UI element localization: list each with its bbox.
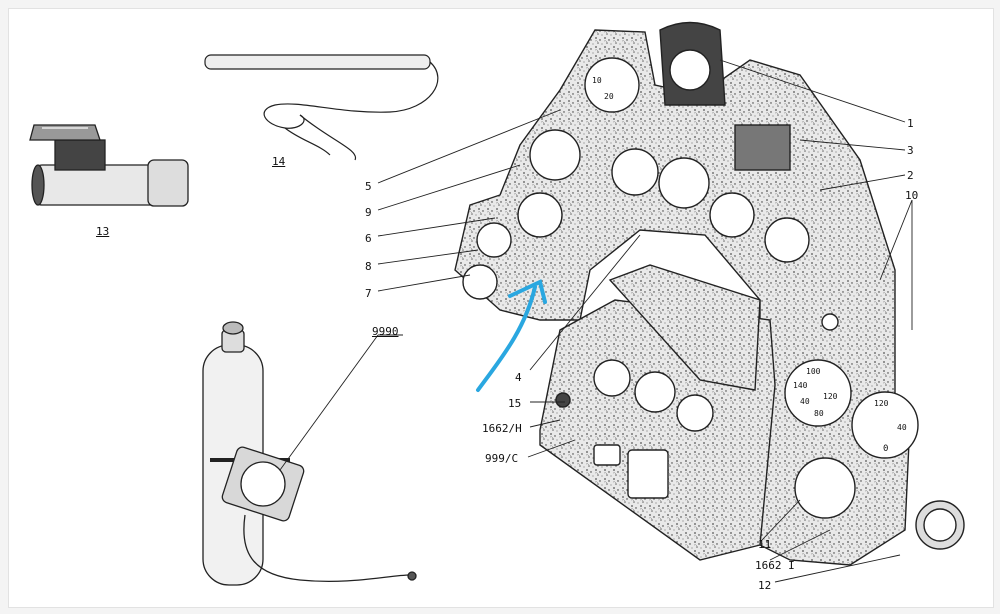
item-13-lamp — [29, 124, 189, 207]
item-14-probe — [204, 54, 439, 161]
dial-a-140: 140 — [793, 381, 808, 390]
item-9990-bottle — [202, 321, 417, 586]
callout-2: 2 — [907, 169, 914, 182]
callout-9990: 9990 — [372, 325, 399, 338]
dial-a-100: 100 — [806, 367, 821, 376]
callout-14: 14 — [272, 155, 286, 168]
dial-a-40: 40 — [800, 397, 810, 406]
callout-1662i: 1662 I — [755, 559, 795, 572]
callout-13: 13 — [96, 225, 110, 238]
dial-b-40: 40 — [897, 423, 907, 432]
callout-15: 15 — [508, 397, 522, 410]
callout-5: 5 — [365, 180, 372, 193]
panel-gauges — [462, 57, 965, 550]
callout-999c: 999/C — [485, 452, 519, 465]
callout-6: 6 — [365, 232, 372, 245]
dial-c-10: 10 — [592, 76, 602, 85]
callout-7: 7 — [365, 287, 372, 300]
callout-11: 11 — [758, 538, 772, 551]
callout-1662h: 1662/H — [482, 422, 522, 435]
callout-9: 9 — [365, 206, 372, 219]
dial-a-80: 80 — [814, 409, 824, 418]
dial-c-20: 20 — [604, 92, 614, 101]
callout-8: 8 — [365, 260, 372, 273]
leader-lines — [279, 59, 913, 583]
dial-b-0: 0 — [883, 444, 889, 454]
callout-4: 4 — [515, 371, 522, 384]
dial-b-120: 120 — [874, 399, 889, 408]
callout-1: 1 — [907, 117, 914, 130]
callout-10: 10 — [905, 189, 919, 202]
dial-a-120: 120 — [823, 392, 838, 401]
callout-3: 3 — [907, 144, 914, 157]
callout-12: 12 — [758, 579, 772, 592]
annotation-arrow — [476, 279, 547, 392]
